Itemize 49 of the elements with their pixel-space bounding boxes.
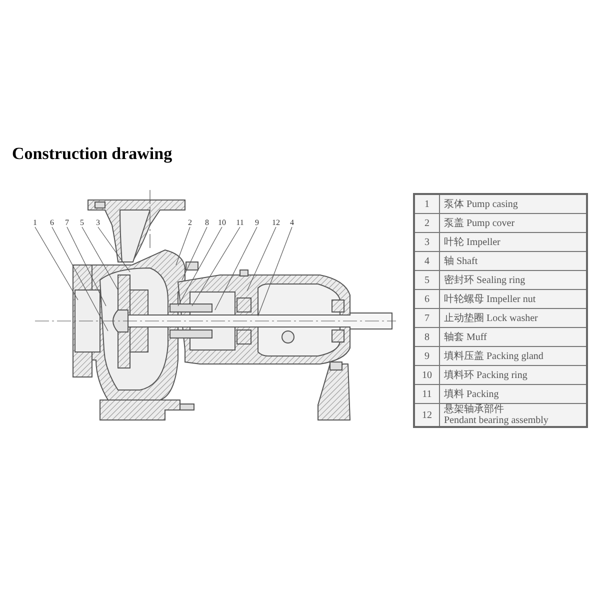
leader-line xyxy=(82,226,118,290)
leader-line xyxy=(192,226,240,306)
part-name: 轴 Shaft xyxy=(440,252,587,270)
callout-number: 5 xyxy=(76,218,88,227)
leader-line xyxy=(176,226,190,266)
part-number: 10 xyxy=(414,366,440,384)
part-name: 悬架轴承部件 Pendant bearing assembly xyxy=(440,404,587,427)
callout-number: 6 xyxy=(46,218,58,227)
part-name: 轴套 Muff xyxy=(440,328,587,346)
part-number: 8 xyxy=(414,328,440,346)
leader-line xyxy=(214,226,258,310)
callout-number: 2 xyxy=(184,218,196,227)
callout-number: 10 xyxy=(216,218,228,227)
callout-number: 12 xyxy=(270,218,282,227)
part-name: 填料压盖 Packing gland xyxy=(440,346,587,366)
part-number: 6 xyxy=(414,290,440,308)
callout-number: 11 xyxy=(234,218,246,227)
callout-number: 8 xyxy=(201,218,213,227)
part-number: 3 xyxy=(414,232,440,252)
callout-number: 3 xyxy=(92,218,104,227)
part-number: 1 xyxy=(414,194,440,214)
part-name: 叶轮 Impeller xyxy=(440,232,587,252)
part-name: 止动垫圈 Lock washer xyxy=(440,308,587,328)
part-name: 填料 Packing xyxy=(440,384,587,404)
callout-number: 9 xyxy=(251,218,263,227)
callout-number: 4 xyxy=(286,218,298,227)
part-number: 5 xyxy=(414,270,440,290)
leader-line xyxy=(66,226,106,306)
part-name: 叶轮螺母 Impeller nut xyxy=(440,290,587,308)
part-number: 9 xyxy=(414,346,440,366)
part-name: 填料环 Packing ring xyxy=(440,366,587,384)
callout-number: 1 xyxy=(29,218,41,227)
leader-line xyxy=(34,226,78,300)
leader-line xyxy=(178,226,222,306)
part-number: 2 xyxy=(414,214,440,232)
part-name: 泵盖 Pump cover xyxy=(440,214,587,232)
title: Construction drawing xyxy=(12,144,172,164)
callout-number: 7 xyxy=(61,218,73,227)
leader-line xyxy=(182,226,208,280)
part-name: 泵体 Pump casing xyxy=(440,194,587,214)
leader-line xyxy=(98,226,130,272)
part-number: 7 xyxy=(414,308,440,328)
part-number: 4 xyxy=(414,252,440,270)
part-number: 11 xyxy=(414,384,440,404)
leader-line xyxy=(258,226,292,316)
leader-line xyxy=(52,226,108,332)
leader-line xyxy=(246,226,276,292)
part-number: 12 xyxy=(414,404,440,427)
part-name: 密封环 Sealing ring xyxy=(440,270,587,290)
